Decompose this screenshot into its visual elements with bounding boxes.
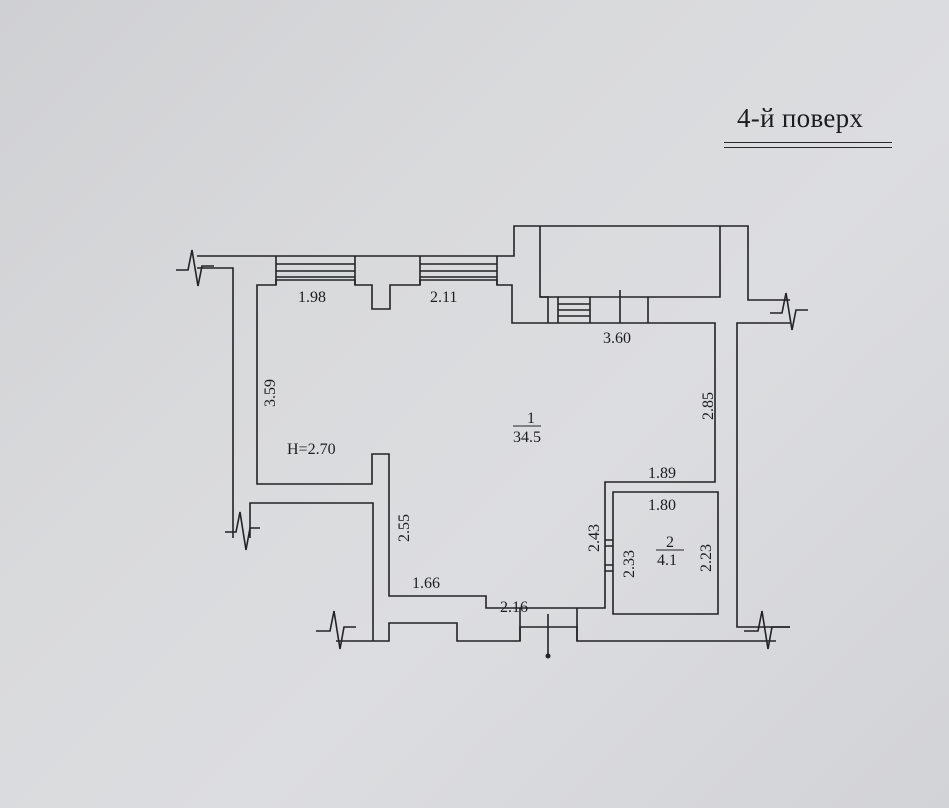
floor-title-block: 4-й поверх — [724, 103, 894, 148]
niche-lower-step — [540, 296, 549, 323]
dim-top-mid-span: 2.11 — [430, 289, 457, 306]
dim-bottom-right-span: 2.16 — [500, 599, 528, 616]
entry-marker — [545, 653, 551, 659]
break-mark-bottom-right — [744, 610, 790, 650]
room-1-area: 34.5 — [513, 429, 541, 446]
room-1-number: 1 — [527, 410, 535, 427]
floor-title: 4-й поверх — [737, 103, 864, 133]
stairs-symbol — [557, 297, 591, 323]
title-underline — [724, 142, 892, 143]
small-room-outline — [612, 491, 719, 615]
break-mark-right-top — [770, 292, 808, 331]
title-underline-second — [724, 147, 892, 148]
dim-small-room-top: 1.80 — [648, 497, 676, 514]
dim-partition-outer: 2.43 — [586, 524, 603, 552]
dim-bottom-left-span: 1.66 — [412, 575, 440, 592]
dim-inner-wall-left: 2.55 — [396, 514, 413, 542]
window-right — [419, 256, 498, 285]
dim-left-wall: 3.59 — [262, 379, 279, 407]
niche-top-right — [539, 226, 721, 298]
lower-left-wall — [249, 502, 374, 641]
room-2-area: 4.1 — [657, 552, 677, 569]
dim-notch-top: 1.89 — [648, 465, 676, 482]
dim-small-room-right: 2.23 — [698, 544, 715, 572]
outer-wall — [197, 225, 790, 642]
inner-wall-main-room — [256, 279, 716, 609]
partition-door-marks — [605, 539, 613, 572]
window-left — [275, 256, 356, 285]
room-2-number: 2 — [666, 534, 674, 551]
dim-right-upper-wall: 2.85 — [700, 392, 717, 420]
break-mark-top-left — [176, 249, 214, 287]
dim-top-right-span: 3.60 — [603, 330, 631, 347]
break-mark-left — [225, 511, 260, 551]
entry-door — [519, 608, 578, 655]
break-mark-bottom-left — [316, 610, 356, 650]
dim-top-left-span: 1.98 — [298, 289, 326, 306]
dim-small-room-left: 2.33 — [621, 550, 638, 578]
room-1-ceiling-height: H=2.70 — [287, 441, 336, 458]
